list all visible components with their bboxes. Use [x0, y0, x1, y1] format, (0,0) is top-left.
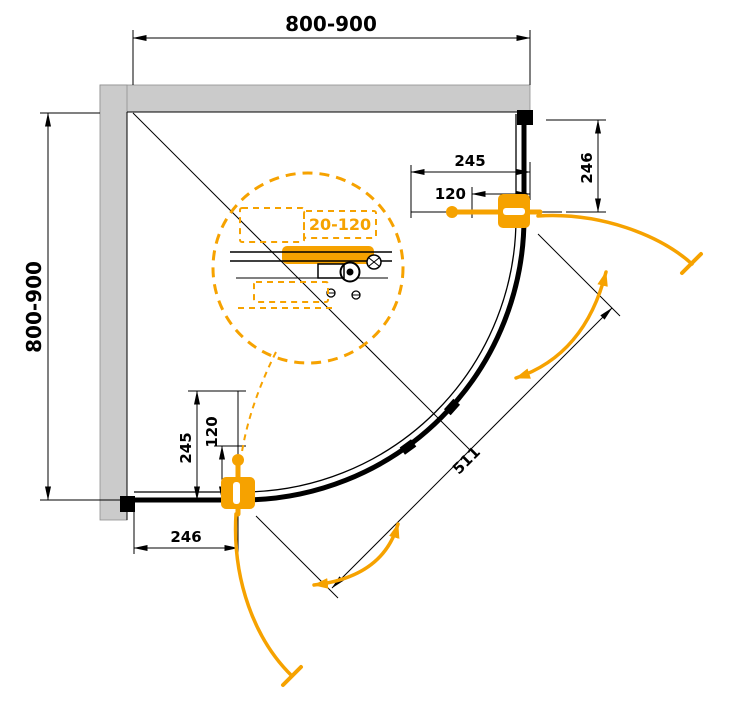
detail-leader-line: [239, 351, 277, 467]
swing-arrow-right: [514, 270, 608, 380]
dim-label-245-bottom: 245: [177, 432, 195, 463]
dim-245-bottom: 245: [177, 390, 246, 501]
detail-circle: [211, 171, 405, 365]
swing-arrows: [312, 270, 608, 589]
detail-roller-mechanism: 20-120: [230, 207, 392, 309]
handle-slot: [503, 208, 525, 215]
dim-label-top-width: 800-900: [285, 12, 377, 36]
dim-511-diagonal: 511: [255, 233, 621, 599]
curved-door-glass-inner: [241, 217, 517, 493]
dim-label-120-bottom: 120: [203, 416, 221, 447]
door-handle-top: [411, 194, 562, 228]
detail-adjust-zone-left: [239, 207, 305, 243]
roller-bracket-lower: [399, 439, 417, 455]
door-handle-bottom: [221, 391, 255, 520]
dim-245-top: 245: [410, 152, 531, 218]
dim-ext-line: [537, 233, 621, 317]
dim-label-246-right: 246: [578, 152, 596, 183]
dim-label-246-bottom: 246: [170, 528, 201, 546]
door-open-path-bottom: [233, 512, 294, 678]
dim-label-left-depth: 800-900: [22, 261, 46, 353]
wall-left: [99, 84, 128, 521]
detail-bubble: 20-120: [211, 171, 405, 467]
walls: [99, 84, 533, 521]
dim-top-width: 800-900: [132, 12, 531, 85]
handle-slot: [233, 482, 240, 504]
handle-knob: [446, 206, 458, 218]
detail-adjust-zone-right: [303, 210, 377, 239]
detail-carriage: [282, 246, 374, 264]
swing-arrow-bottom: [312, 522, 400, 589]
door-edge-handle-top: [680, 252, 703, 275]
handle-knob: [232, 454, 244, 466]
wall-top: [99, 84, 531, 113]
dim-left-depth: 800-900: [22, 112, 124, 501]
dim-ext-line: [255, 515, 339, 599]
detail-screw-slot: [368, 257, 380, 267]
dim-label-511: 511: [449, 443, 484, 478]
detail-bracket: [317, 263, 345, 279]
door-open-path-top: [536, 213, 694, 266]
dim-246-bottom: 246: [133, 508, 239, 554]
door-edge-handle-bottom: [281, 665, 303, 687]
detail-lower-zone: [253, 281, 329, 303]
dim-246-right: 246: [546, 119, 606, 213]
roller-bracket-upper: [443, 398, 461, 416]
dim-label-120-top: 120: [435, 185, 466, 203]
door-open-positions: [233, 213, 703, 687]
detail-range-label: 20-120: [309, 215, 371, 234]
detail-roller-hub: [346, 268, 354, 276]
dim-label-245-top: 245: [454, 152, 485, 170]
